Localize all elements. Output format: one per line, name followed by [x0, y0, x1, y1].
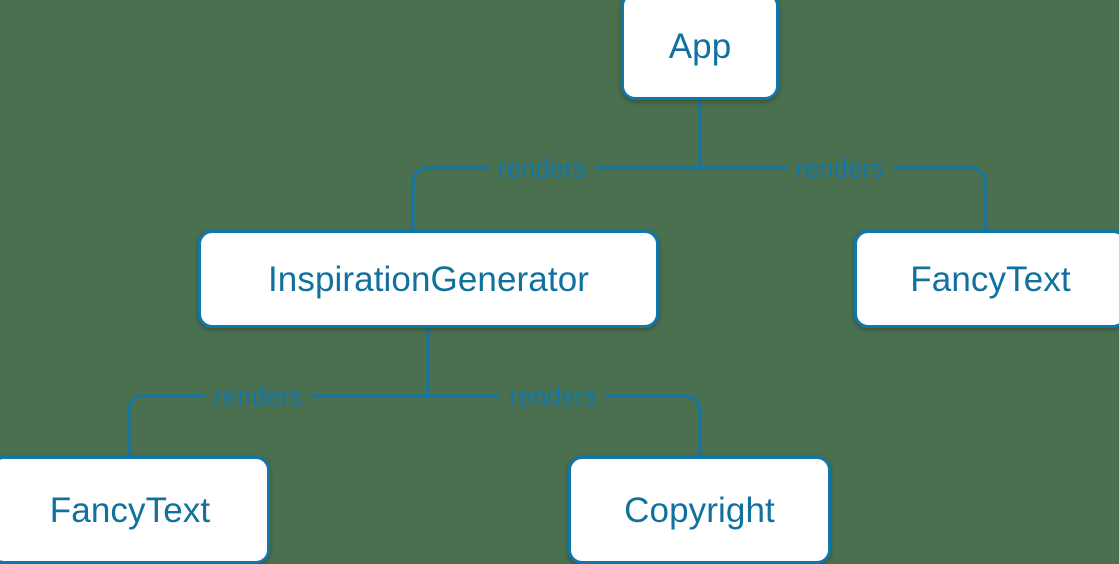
edge-label-app-to-fancytext-right: renders — [787, 155, 894, 181]
node-inspirationgenerator[interactable]: InspirationGenerator — [198, 230, 659, 328]
edge-label-inspirationgenerator-to-copyright: renders — [500, 383, 607, 409]
edge-label-inspirationgenerator-to-fancytext-bottom: renders — [205, 383, 312, 409]
node-inspirationgenerator-label: InspirationGenerator — [267, 259, 590, 299]
node-copyright[interactable]: Copyright — [568, 456, 831, 564]
node-app-label: App — [668, 26, 732, 66]
node-fancytext-bottom-label: FancyText — [49, 490, 211, 530]
node-app[interactable]: App — [621, 0, 779, 100]
node-fancytext-right[interactable]: FancyText — [854, 230, 1119, 328]
node-fancytext-right-label: FancyText — [910, 259, 1071, 299]
node-copyright-label: Copyright — [624, 490, 775, 530]
node-fancytext-bottom[interactable]: FancyText — [0, 456, 270, 564]
edge-label-app-to-inspirationgenerator: renders — [489, 155, 596, 181]
